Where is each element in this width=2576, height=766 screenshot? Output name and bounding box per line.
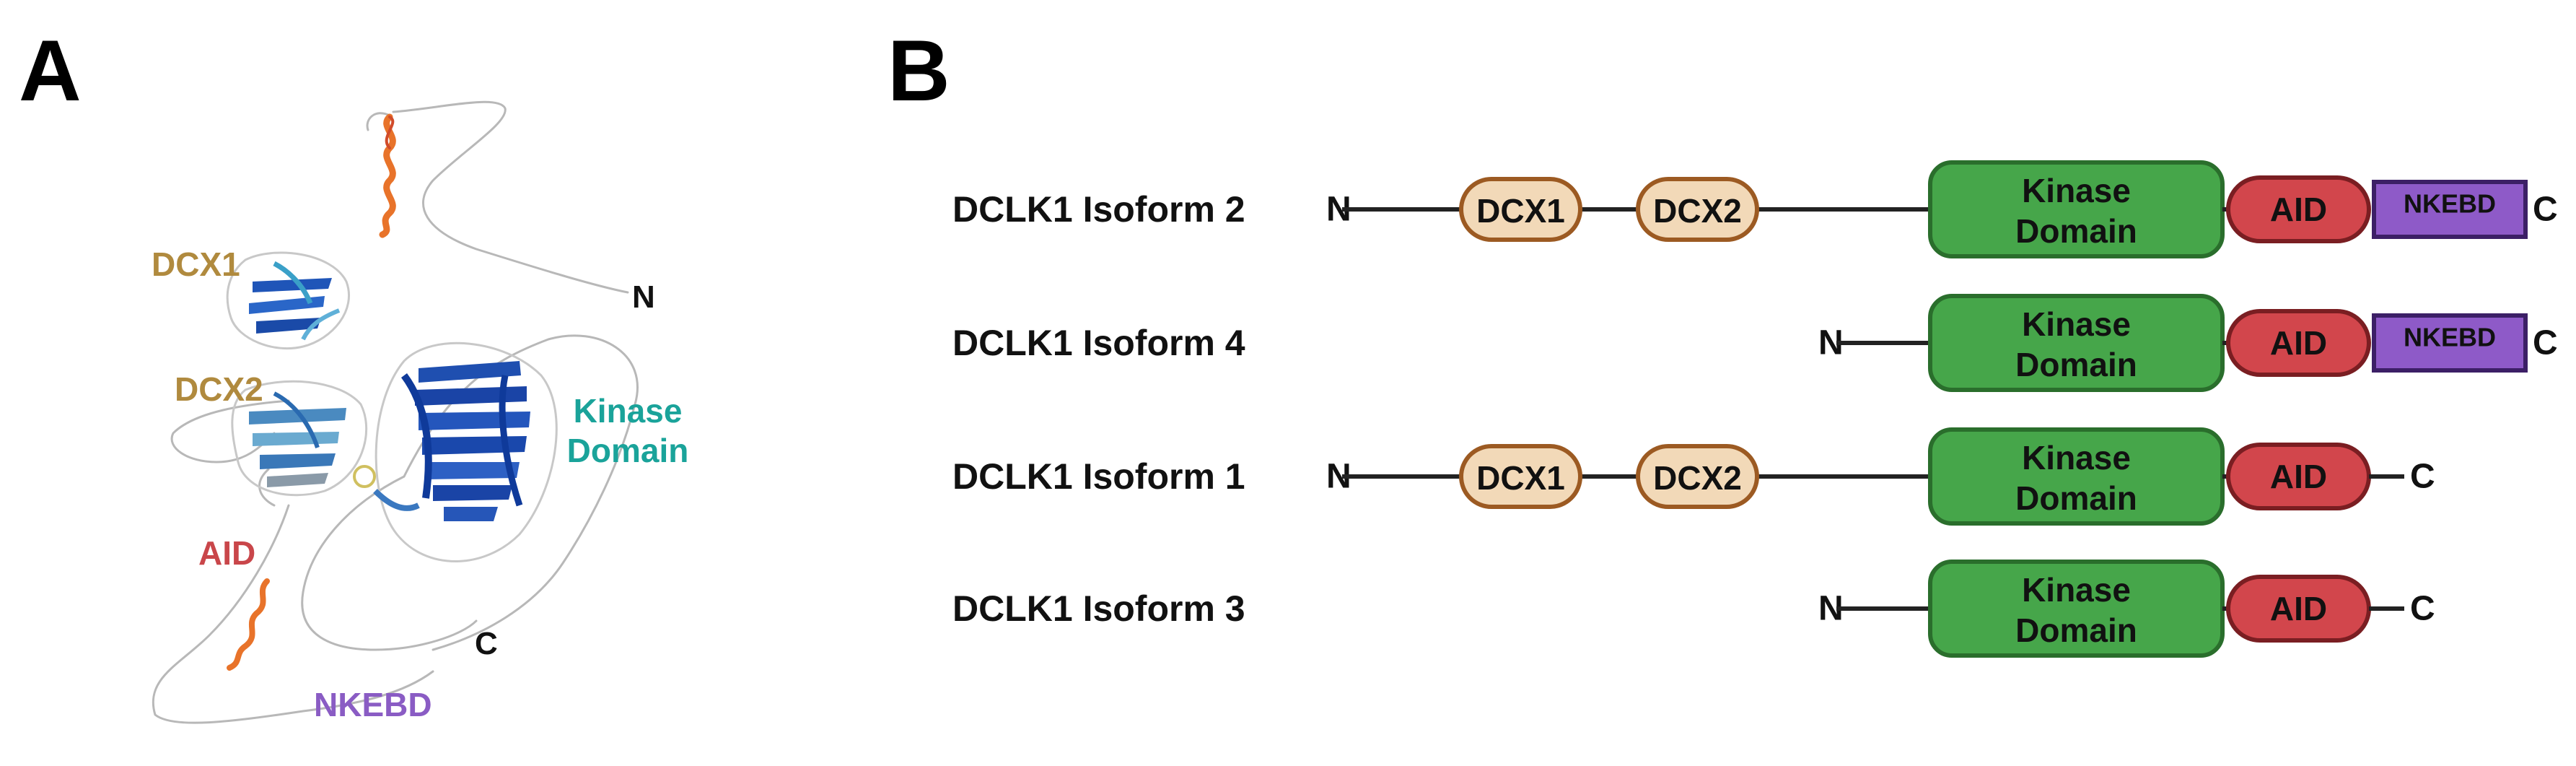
dcx2-domain-label: DCX2 [1653, 459, 1742, 497]
dcx2-domain [1636, 177, 1759, 242]
kinase-domain-label: Kinase [2022, 439, 2131, 476]
isoform-name: DCLK1 Isoform 2 [952, 189, 1245, 230]
nkebd-domain [2372, 313, 2528, 373]
panel-a-letter: A [19, 22, 82, 119]
structure-label-dcx1: DCX1 [152, 245, 240, 283]
c-terminus-label: C [2410, 458, 2435, 496]
aid-domain-label: AID [2270, 324, 2327, 362]
dcx1-domain-label: DCX1 [1476, 192, 1565, 230]
aid-domain [2226, 309, 2371, 377]
panel-b-letter: B [888, 22, 950, 119]
kinase-structure [353, 341, 558, 562]
dcx1-domain [1459, 444, 1582, 509]
aid-domain-label: AID [2270, 458, 2327, 495]
helix-top [379, 113, 396, 238]
protein-structure-figure: DCX1 DCX2 Kinase Domain AID NKEBD N C [152, 100, 689, 724]
kinase-domain-label: Domain [2015, 479, 2137, 517]
structure-n-terminus: N [632, 279, 655, 315]
nkebd-domain-label: NKEBD [2404, 189, 2496, 219]
dcx2-domain-label: DCX2 [1653, 192, 1742, 230]
kinase-domain-label: Domain [2015, 612, 2137, 649]
kinase-domain-label: Kinase [2022, 571, 2131, 609]
helix-bottom [227, 578, 270, 671]
kinase-domain-label: Domain [2015, 346, 2137, 383]
aid-domain [2226, 175, 2371, 243]
structure-label-aid: AID [198, 534, 255, 572]
aid-domain-label: AID [2270, 191, 2327, 228]
dcx2-domain [1636, 444, 1759, 509]
isoform-name: DCLK1 Isoform 3 [952, 588, 1245, 629]
isoform-name: DCLK1 Isoform 4 [952, 323, 1245, 363]
structure-label-dcx2: DCX2 [175, 370, 263, 408]
dcx1-structure [226, 251, 351, 350]
nkebd-domain [2372, 180, 2528, 239]
c-terminus-label: C [2410, 590, 2435, 628]
dcx2-structure [231, 380, 368, 497]
kinase-domain-label: Kinase [2022, 172, 2131, 209]
c-terminus-label: C [2533, 324, 2558, 362]
structure-label-kinase-line2: Domain [567, 432, 689, 469]
isoform-name: DCLK1 Isoform 1 [952, 456, 1245, 497]
kinase-domain-label: Domain [2015, 212, 2137, 250]
structure-c-terminus: C [475, 626, 498, 661]
dcx1-domain [1459, 177, 1582, 242]
kinase-domain-label: Kinase [2022, 305, 2131, 343]
dcx1-domain-label: DCX1 [1476, 459, 1565, 497]
disordered-loop-coils [152, 100, 639, 724]
structure-label-kinase-line1: Kinase [574, 392, 683, 430]
aid-domain-label: AID [2270, 590, 2327, 627]
structure-label-nkebd: NKEBD [314, 686, 432, 723]
c-terminus-label: C [2533, 191, 2558, 229]
nkebd-domain-label: NKEBD [2404, 323, 2496, 352]
